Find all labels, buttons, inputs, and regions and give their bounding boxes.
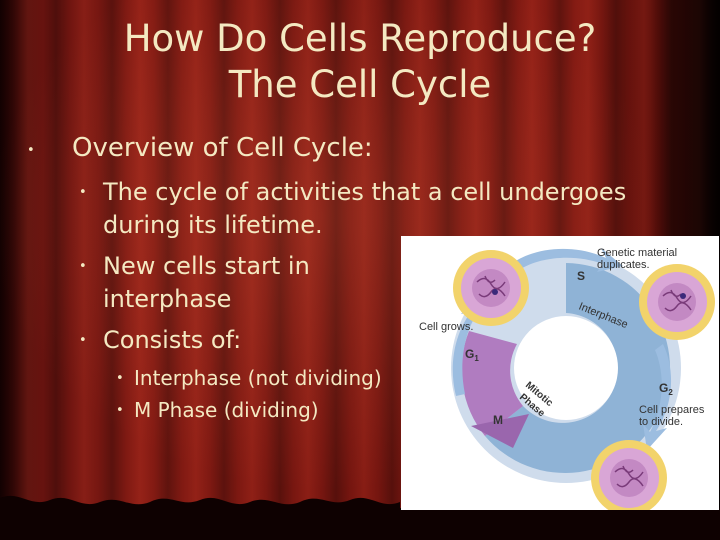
bullet-definition-line1: The cycle of activities that a cell unde… xyxy=(103,178,627,206)
label-g1-phase: G1 xyxy=(465,347,479,363)
slide-title: How Do Cells Reproduce? The Cell Cycle xyxy=(0,16,720,108)
bullet-marker: • xyxy=(27,143,35,158)
bullet-marker: • xyxy=(79,185,87,200)
title-line-1: How Do Cells Reproduce? xyxy=(123,17,597,60)
cycle-center xyxy=(514,316,618,420)
label-prepares-line2: to divide. xyxy=(639,416,683,428)
stage-floor xyxy=(0,495,720,540)
cell-right xyxy=(639,264,715,340)
cell-bottom xyxy=(591,440,667,510)
bullet-definition-line2: during its lifetime. xyxy=(103,211,323,239)
bullet-marker: • xyxy=(79,259,87,274)
bullet-overview: Overview of Cell Cycle: xyxy=(72,133,373,163)
bullet-interphase: Interphase (not dividing) xyxy=(134,366,382,390)
cell-top-left xyxy=(453,250,529,326)
bullet-marker: • xyxy=(79,333,87,348)
cycle-arrow-left xyxy=(452,292,487,396)
label-m-phase: M xyxy=(493,413,503,427)
cycle-arrow-right xyxy=(643,344,672,450)
bullet-new-cells-line1: New cells start in xyxy=(103,252,310,280)
interphase-ring xyxy=(485,263,671,473)
cell-cycle-diagram: Genetic material duplicates. S Interphas… xyxy=(401,236,719,510)
bullet-m-phase: M Phase (dividing) xyxy=(134,398,319,422)
bullet-marker: • xyxy=(116,403,124,418)
bullet-new-cells-line2: interphase xyxy=(103,285,232,313)
mitotic-arrow-head xyxy=(471,414,529,448)
label-g2-phase: G2 xyxy=(659,381,673,397)
label-cell-grows: Cell grows. xyxy=(419,321,473,333)
cell-cycle-svg: Genetic material duplicates. S Interphas… xyxy=(419,247,715,510)
label-genetic-line1: Genetic material xyxy=(597,247,677,259)
cycle-arrow-top xyxy=(511,248,623,272)
label-s-phase: S xyxy=(577,269,585,283)
bullet-marker: • xyxy=(116,371,124,386)
title-line-2: The Cell Cycle xyxy=(228,63,492,106)
label-prepares-line1: Cell prepares xyxy=(639,404,705,416)
mitotic-phase-wedge xyxy=(461,331,523,436)
bullet-consists: Consists of: xyxy=(103,326,242,354)
label-genetic-line2: duplicates. xyxy=(597,259,650,271)
